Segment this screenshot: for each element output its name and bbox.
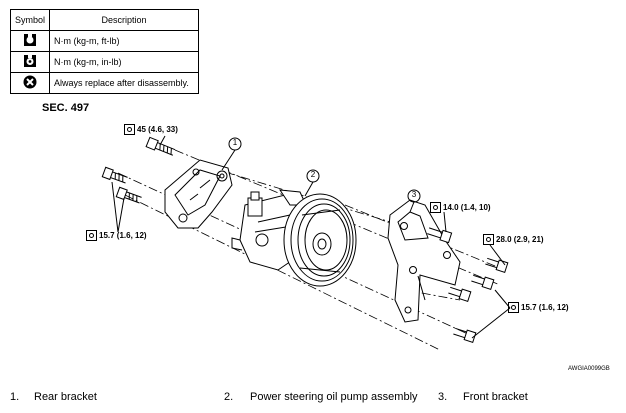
torque-icon	[483, 234, 494, 245]
torque-icon	[124, 124, 135, 135]
torque-nm-kgm-inlb-icon	[24, 55, 36, 67]
caption-num-1: 1.	[10, 391, 20, 403]
bolt-mid	[471, 274, 495, 291]
callout-3: 3	[411, 190, 417, 199]
caption-label-1: Rear bracket	[34, 391, 97, 403]
bolt-left-upper	[101, 166, 128, 184]
torque-label-15-7-left: 15.7 (1.6, 12)	[86, 230, 147, 241]
torque-icon	[508, 302, 519, 313]
figure-code: AWGIA0099GB	[568, 366, 610, 372]
torque-label-14: 14.0 (1.4, 10)	[430, 202, 491, 213]
caption-label-3: Front bracket	[463, 391, 528, 403]
callout-1: 1	[232, 138, 238, 147]
torque-nm-kgm-ftlb-icon	[24, 34, 36, 46]
torque-icon	[86, 230, 97, 241]
section-number: SEC. 497	[42, 102, 90, 114]
bolt-upper	[145, 136, 176, 156]
bolt-lower-center	[448, 286, 472, 303]
bolt-14	[427, 227, 453, 244]
torque-label-28: 28.0 (2.9, 21)	[483, 234, 544, 245]
pulley	[283, 193, 357, 287]
legend-symbol-cell	[10, 30, 50, 52]
torque-label-15-7-right: 15.7 (1.6, 12)	[508, 302, 569, 313]
symbol-legend-table: Symbol Description N·m (kg-m, ft-lb) N·m…	[10, 9, 199, 94]
bolt-left-lower	[115, 186, 142, 204]
legend-description: Always replace after disassembly.	[49, 72, 199, 94]
caption-num-2: 2.	[224, 391, 234, 403]
caption-num-3: 3.	[438, 391, 448, 403]
callout-2: 2	[310, 170, 316, 179]
front-bracket	[387, 199, 461, 323]
always-replace-icon	[23, 75, 37, 89]
torque-icon	[430, 202, 441, 213]
torque-label-45: 45 (4.6, 33)	[124, 124, 178, 135]
bolt-28	[485, 257, 509, 274]
rear-bracket	[164, 159, 233, 229]
caption-label-2: Power steering oil pump assembly	[250, 391, 418, 403]
bolt-bottom	[453, 327, 477, 344]
